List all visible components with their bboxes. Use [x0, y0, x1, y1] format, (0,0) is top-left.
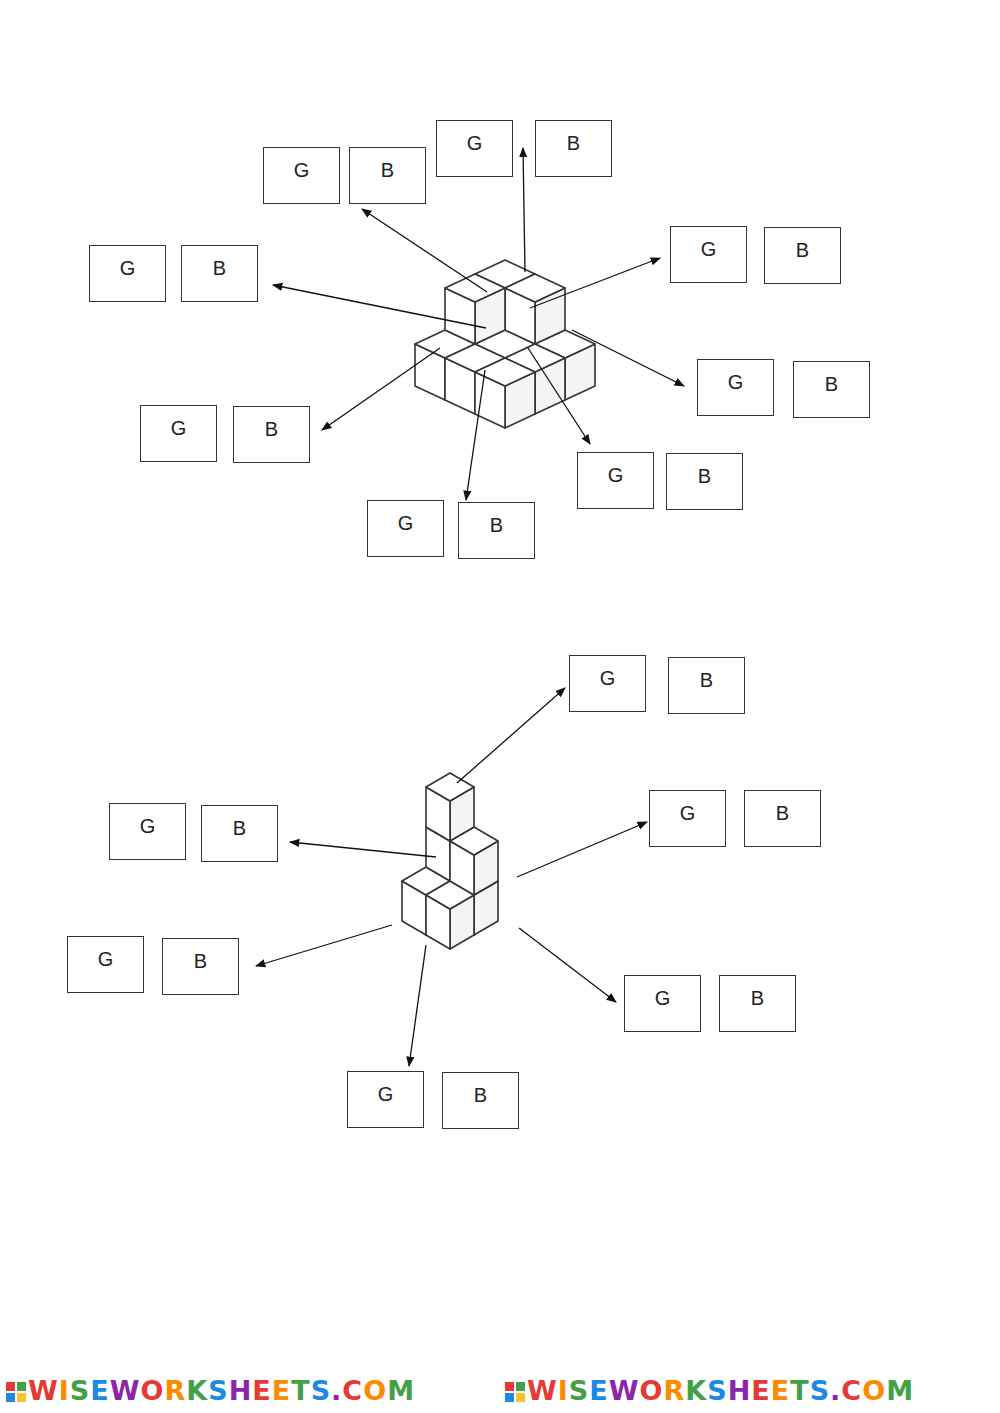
- cube-face: [475, 358, 535, 386]
- answer-box: G: [436, 120, 513, 177]
- box-letter: B: [163, 939, 238, 973]
- box-letter: G: [437, 121, 512, 155]
- answer-box: G: [109, 803, 186, 860]
- box-letter: G: [68, 937, 143, 971]
- box-letter: G: [368, 501, 443, 535]
- answer-box: B: [162, 938, 239, 995]
- leader-arrow: [362, 209, 487, 292]
- box-letter: G: [671, 227, 746, 261]
- watermark: WISEWORKSHEETS.COM: [527, 1375, 914, 1406]
- box-letter: B: [745, 791, 820, 825]
- answer-box: G: [347, 1071, 424, 1128]
- cube-face: [445, 274, 505, 302]
- leader-arrow: [322, 348, 440, 430]
- answer-box: B: [666, 453, 743, 510]
- box-letter: B: [350, 148, 425, 182]
- answer-box: B: [719, 975, 796, 1032]
- box-letter: B: [669, 658, 744, 692]
- answer-box: B: [793, 361, 870, 418]
- answer-box: G: [367, 500, 444, 557]
- answer-box: G: [577, 452, 654, 509]
- logo-icon: [6, 1382, 26, 1402]
- watermark: WISEWORKSHEETS.COM: [28, 1375, 415, 1406]
- box-letter: B: [667, 454, 742, 488]
- answer-box: G: [263, 147, 340, 204]
- leader-arrow: [457, 688, 565, 783]
- box-letter: G: [578, 453, 653, 487]
- leader-arrow: [290, 842, 436, 857]
- answer-box: G: [649, 790, 726, 847]
- leader-arrow: [523, 148, 525, 272]
- box-letter: G: [110, 804, 185, 838]
- leader-arrow: [572, 330, 684, 386]
- answer-box: G: [140, 405, 217, 462]
- answer-box: B: [233, 406, 310, 463]
- box-letter: G: [90, 246, 165, 280]
- box-letter: B: [794, 362, 869, 396]
- box-letter: G: [650, 791, 725, 825]
- leader-arrow: [517, 822, 647, 877]
- box-letter: G: [625, 976, 700, 1010]
- answer-box: B: [764, 227, 841, 284]
- leader-arrow: [273, 285, 486, 328]
- answer-box: G: [697, 359, 774, 416]
- leader-arrow: [528, 348, 590, 444]
- box-letter: B: [459, 503, 534, 537]
- box-letter: G: [698, 360, 773, 394]
- box-letter: B: [443, 1073, 518, 1107]
- box-letter: B: [765, 228, 840, 262]
- answer-box: G: [89, 245, 166, 302]
- answer-box: B: [744, 790, 821, 847]
- logo-icon: [505, 1382, 525, 1402]
- box-letter: B: [536, 121, 611, 155]
- answer-box: B: [458, 502, 535, 559]
- leader-arrow: [466, 370, 485, 500]
- answer-box: B: [349, 147, 426, 204]
- cube-face: [426, 773, 474, 801]
- answer-box: B: [201, 805, 278, 862]
- answer-box: G: [569, 655, 646, 712]
- box-letter: G: [264, 148, 339, 182]
- box-letter: B: [234, 407, 309, 441]
- answer-box: G: [624, 975, 701, 1032]
- answer-box: B: [668, 657, 745, 714]
- answer-box: G: [670, 226, 747, 283]
- box-letter: B: [202, 806, 277, 840]
- box-letter: B: [182, 246, 257, 280]
- box-letter: G: [570, 656, 645, 690]
- answer-box: B: [535, 120, 612, 177]
- leader-arrow: [256, 925, 392, 966]
- box-letter: G: [141, 406, 216, 440]
- leader-arrow: [530, 258, 660, 308]
- answer-box: B: [442, 1072, 519, 1129]
- answer-box: B: [181, 245, 258, 302]
- answer-box: G: [67, 936, 144, 993]
- box-letter: B: [720, 976, 795, 1010]
- box-letter: G: [348, 1072, 423, 1106]
- leader-arrow: [409, 945, 426, 1066]
- leader-arrow: [519, 928, 616, 1002]
